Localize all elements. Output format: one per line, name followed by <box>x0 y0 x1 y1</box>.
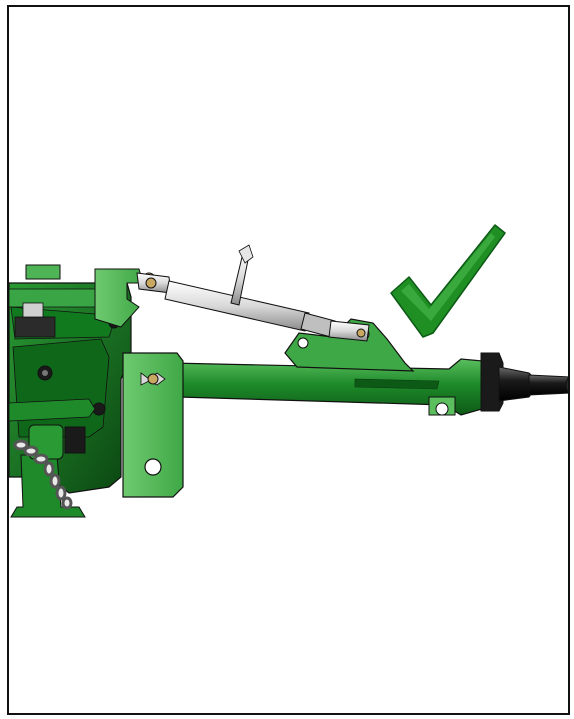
top-link <box>136 244 370 342</box>
mount-plate <box>122 352 184 498</box>
check-mark-icon <box>390 224 506 338</box>
hitch-drawbar-illustration <box>9 224 568 518</box>
drawbar-arm <box>168 358 490 416</box>
figure-frame <box>7 5 570 715</box>
machine-frame <box>9 264 132 518</box>
pto-coupling <box>480 352 568 412</box>
safety-chain <box>13 439 73 510</box>
